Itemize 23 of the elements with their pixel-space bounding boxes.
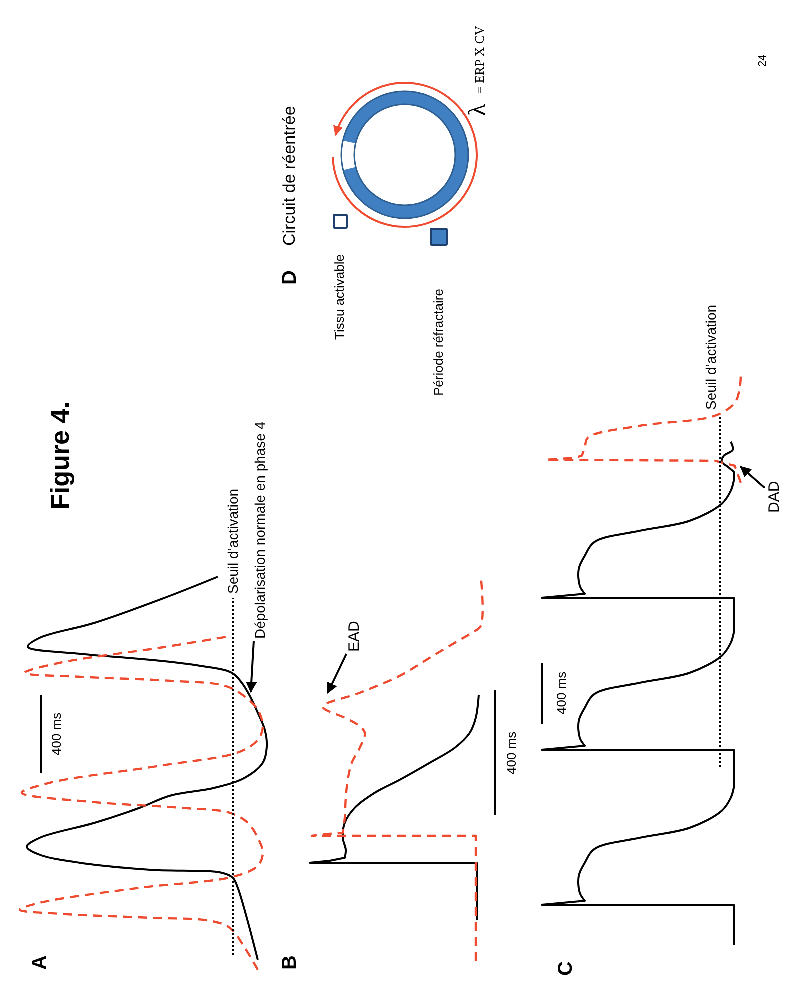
figure-title: Figure 4.: [44, 402, 76, 510]
page-number: 24: [756, 54, 770, 67]
scale-bar-label: 400 ms: [554, 672, 570, 714]
legend-label: Tissu activable: [332, 254, 348, 340]
panel-letter: B: [278, 956, 302, 970]
leader-arrow: [327, 654, 348, 694]
threshold-label: Seuil d’activation: [224, 488, 242, 594]
action-potential-trace: [541, 442, 735, 945]
leader-arrow: [246, 640, 258, 694]
panel-letter: D: [278, 270, 302, 285]
scale-bar-label: 400 ms: [49, 712, 65, 756]
annotation-text: EAD: [346, 621, 364, 652]
formula-symbol: λ: [464, 104, 492, 116]
panel-letter: A: [28, 956, 52, 970]
legend-label: Période réfractaire: [431, 289, 447, 396]
threshold-label: Seuil d’activation: [702, 304, 720, 410]
scale-bar-label: 400 ms: [504, 732, 520, 774]
leader-arrow: [740, 466, 766, 489]
annotation-text: Dépolarisation normale en phase 4: [252, 422, 268, 639]
panel-letter: C: [554, 962, 578, 976]
annotation-text: DAD: [766, 481, 784, 513]
panel-title: Circuit de réentrée: [280, 106, 300, 246]
formula: = ERP X CV: [472, 26, 488, 94]
